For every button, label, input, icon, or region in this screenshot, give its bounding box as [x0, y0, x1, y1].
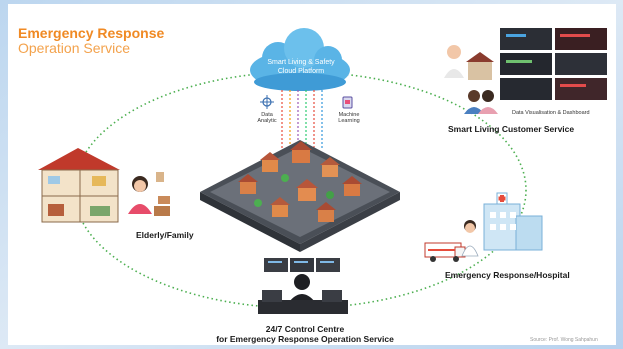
cloud-label-line1: Smart Living & Safety: [267, 59, 335, 66]
elderly-family-label: Elderly/Family: [136, 230, 194, 240]
elderly-person-icon: [128, 172, 170, 216]
dashboard-monitors-icon: [500, 28, 607, 100]
cloud-icon: [250, 28, 350, 91]
data-analytic-icon: [260, 95, 274, 109]
ambulance-icon: [424, 242, 466, 262]
control-centre-line1: 24/7 Control Centre: [265, 324, 345, 334]
cloud-label-line2: Cloud Platform: [277, 68, 325, 75]
data-stream-lines: [281, 90, 323, 155]
data-analytic-line2: Analytic: [257, 118, 277, 124]
cloud-label: Smart Living & Safety Cloud Platform: [255, 58, 347, 76]
smart-living-label: Smart Living Customer Service: [448, 124, 575, 134]
source-note: Source: Prof. Wong Sahpahun: [530, 337, 598, 343]
nurse-icon: [461, 220, 479, 257]
hospital-label: Emergency Response/Hospital: [445, 270, 570, 280]
page-subtitle: Operation Service: [18, 40, 131, 56]
family-house-icon: [38, 148, 120, 223]
smart-city-block: [200, 140, 400, 252]
machine-learning-line1: Machine: [338, 112, 360, 118]
control-centre-line2: for Emergency Response Operation Service: [216, 334, 394, 344]
customer-service-people-icon: [444, 45, 498, 114]
data-analytic-label: Data Analytic: [252, 112, 282, 124]
page-title: Emergency Response: [18, 25, 165, 41]
data-analytic-line1: Data: [261, 112, 273, 118]
machine-learning-icon: [342, 96, 353, 109]
dashboard-caption: Data Visualisation & Dashboard: [512, 110, 590, 116]
control-centre-icon: [258, 258, 348, 314]
machine-learning-label: Machine Learning: [332, 112, 366, 124]
hospital-icon: [483, 192, 543, 251]
machine-learning-line2: Learning: [338, 118, 360, 124]
control-centre-label: 24/7 Control Centre for Emergency Respon…: [205, 324, 405, 344]
